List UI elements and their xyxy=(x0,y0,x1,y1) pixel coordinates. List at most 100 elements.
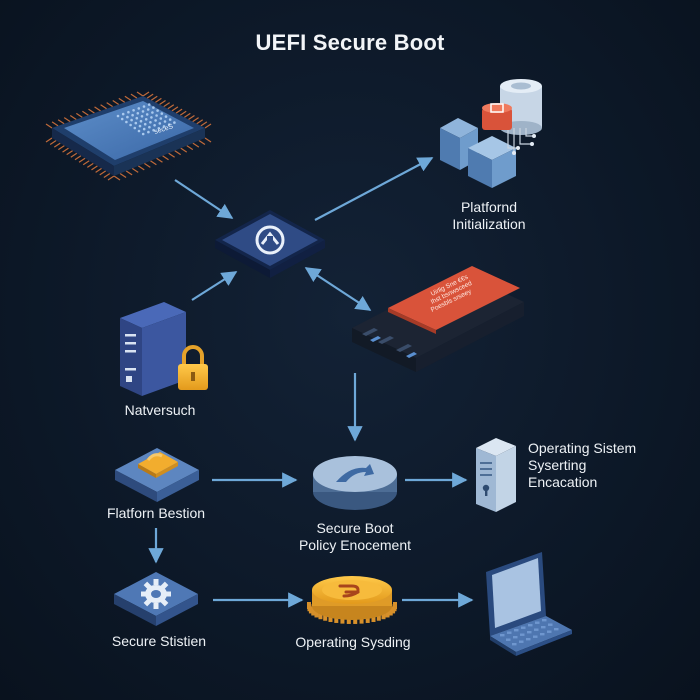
cpu-pin xyxy=(88,108,95,114)
cpu-dot xyxy=(156,109,159,112)
cpu-dot xyxy=(158,122,162,125)
cpu-pin xyxy=(87,162,94,168)
cpu-dot xyxy=(147,130,150,134)
cpu-pin xyxy=(167,104,175,110)
cpu-dot xyxy=(131,113,134,117)
label-operating-sysding: Operating Sysding xyxy=(295,634,411,650)
gold-chip-tooth xyxy=(381,612,386,620)
laptop-key xyxy=(526,638,531,641)
cpu-pin xyxy=(94,106,101,112)
cpu-dot xyxy=(147,103,151,106)
cpu-pin xyxy=(162,155,169,161)
cpu-dot xyxy=(137,107,141,110)
label-platform-bestion: Flatforn Bestion xyxy=(106,505,206,521)
laptop-key xyxy=(533,635,538,638)
cpu-pin xyxy=(204,123,212,129)
label-line: Policy Enocement xyxy=(298,537,412,553)
gold-chip-tooth xyxy=(328,614,333,622)
gold-chip-tooth xyxy=(334,615,339,623)
laptop-key xyxy=(541,626,546,629)
cpu-dot xyxy=(145,113,149,116)
cpu-dot xyxy=(138,124,142,128)
label-platform-initialization: Platfornd Initialization xyxy=(430,199,548,233)
cpu-pin xyxy=(163,102,170,108)
server-tower-icon xyxy=(476,438,516,512)
cpu-pin xyxy=(99,170,107,176)
cpu-pin xyxy=(168,152,175,158)
laptop-key xyxy=(542,619,547,622)
cpu-pin xyxy=(175,108,183,114)
cpu-dot xyxy=(134,121,138,125)
cpu-dot xyxy=(140,115,144,118)
cpu-pin xyxy=(136,91,144,97)
cpu-pin xyxy=(124,95,132,101)
server-lock-icon xyxy=(120,302,208,396)
laptop-key xyxy=(540,633,545,636)
laptop-icon xyxy=(486,552,572,656)
cpu-pin xyxy=(155,97,162,103)
gold-chip-tooth xyxy=(318,612,323,620)
cpu-pin xyxy=(196,119,204,125)
cpu-dot xyxy=(148,125,151,129)
cpu-dot xyxy=(155,114,158,117)
policy-disc-icon xyxy=(313,456,397,510)
gold-chip-tooth xyxy=(376,613,381,621)
gold-chip-tooth xyxy=(385,610,390,618)
cpu-pin xyxy=(82,160,90,166)
cpu-dot xyxy=(120,117,124,121)
label-secure-station: Secure Stistien xyxy=(111,633,207,649)
lock-tile-icon xyxy=(115,448,199,502)
gear-tooth xyxy=(153,579,159,585)
cpu-dot xyxy=(139,119,143,123)
cpu-pin xyxy=(131,167,139,173)
cpu-pin xyxy=(200,121,208,127)
arrow-hub-to-platform xyxy=(314,157,434,221)
cpu-pin xyxy=(45,123,53,129)
cpu-dot xyxy=(163,120,167,123)
gold-chip-tooth xyxy=(311,608,316,616)
cpu-dot xyxy=(126,115,129,119)
gold-chip-tooth xyxy=(314,610,319,618)
laptop-key xyxy=(506,638,511,641)
laptop-key xyxy=(507,631,512,634)
laptop-key xyxy=(548,623,553,626)
cpu-dot xyxy=(168,118,172,121)
cpu-pin xyxy=(70,152,78,158)
label-secure-boot-policy: Secure Boot Policy Enocement xyxy=(275,520,435,554)
connector-arrows xyxy=(148,157,474,608)
gold-chip-tooth xyxy=(323,613,328,621)
cpu-dot xyxy=(162,125,166,128)
cpu-pin xyxy=(63,117,71,123)
laptop-key xyxy=(535,621,540,624)
cpu-pin xyxy=(82,110,89,116)
cpu-pin xyxy=(53,142,61,148)
cpu-pin xyxy=(69,114,77,120)
cpu-dot xyxy=(150,116,153,119)
cpu-chip-icon: seceS xyxy=(45,91,212,181)
cpu-pin xyxy=(150,95,158,101)
gold-chip-icon xyxy=(307,576,397,624)
laptop-key xyxy=(512,643,517,646)
cpu-pin xyxy=(184,112,191,118)
cpu-pin xyxy=(113,175,121,181)
cpu-pin xyxy=(51,121,59,127)
label-line: Initialization xyxy=(452,216,526,232)
cpu-pin xyxy=(146,93,154,99)
gear-tile-icon xyxy=(114,572,198,626)
laptop-key xyxy=(500,634,505,637)
gear-hole xyxy=(151,590,161,598)
cpu-pin xyxy=(186,145,194,151)
cpu-pin xyxy=(125,170,133,176)
cpu-pin xyxy=(100,104,107,110)
gold-chip-tooth xyxy=(340,616,345,624)
cpu-dot xyxy=(152,106,155,109)
cpu-pin xyxy=(57,119,65,125)
cpu-dot xyxy=(157,127,161,130)
laptop-key xyxy=(527,631,532,634)
cpu-pin xyxy=(58,145,65,151)
cpu-dot xyxy=(132,109,135,112)
gear-tooth xyxy=(153,603,159,609)
laptop-key xyxy=(528,624,533,627)
